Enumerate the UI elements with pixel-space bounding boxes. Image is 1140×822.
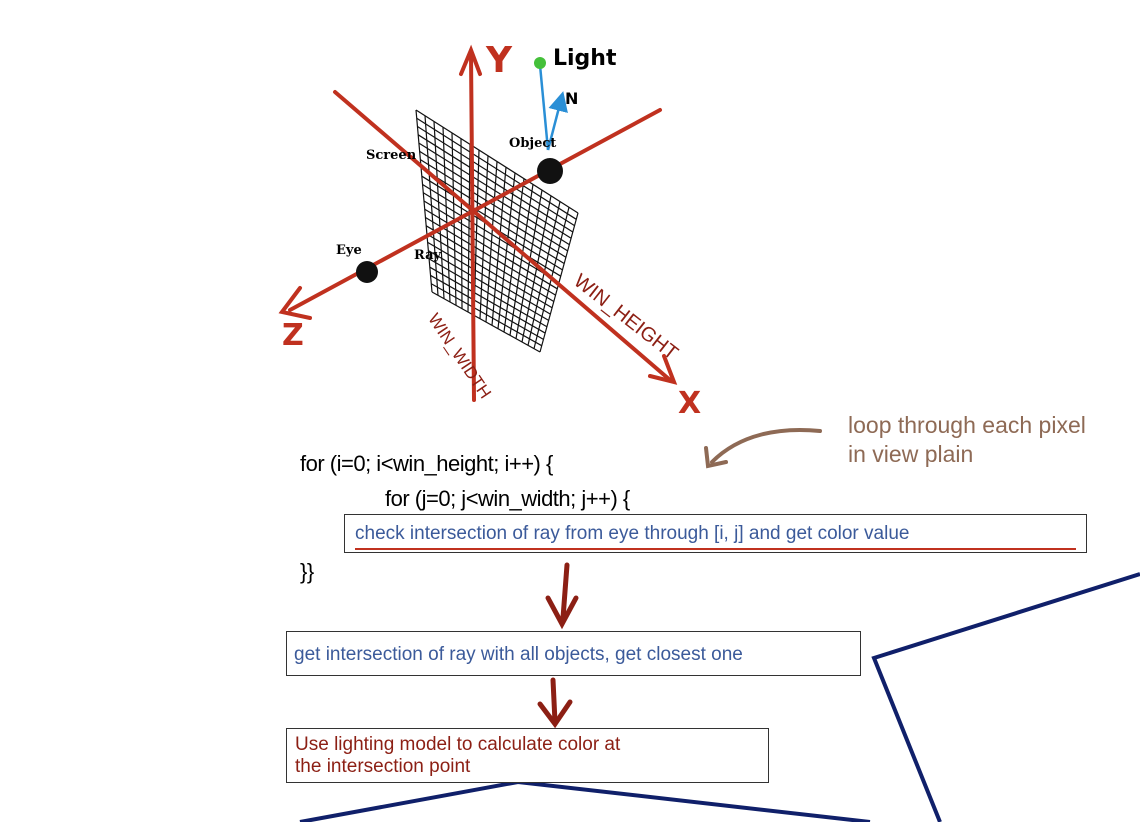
screen-grid-line (428, 250, 549, 321)
screen-grid-line (431, 291, 541, 353)
z-axis-label: Z (282, 318, 304, 353)
light-source (534, 57, 546, 69)
object-sphere (537, 158, 563, 184)
normal-label: N (565, 89, 579, 108)
annotation-arrowhead (704, 446, 728, 469)
navy-shape-bottom (299, 779, 871, 822)
y-axis (469, 53, 476, 402)
annotation-arrow (710, 427, 822, 464)
flow-arrow-1-head (545, 595, 579, 630)
object-label: Object (509, 136, 557, 151)
screen-label: Screen (366, 148, 417, 163)
code-closing-braces: }} (300, 559, 314, 584)
step-lighting-text-1: Use lighting model to calculate color at (295, 734, 621, 755)
screen-grid-line (420, 159, 568, 252)
screen-grid-line (415, 109, 579, 214)
step-check-intersection-box: check intersection of ray from eye throu… (344, 514, 1087, 553)
y-axis-arrowhead (459, 44, 482, 76)
screen-grid-line (425, 217, 556, 296)
screen-grid-line (426, 233, 553, 309)
navy-shape-right (871, 572, 1140, 822)
screen-grid-line (417, 134, 574, 233)
eye-point (356, 261, 378, 283)
code-outer-loop: for (i=0; i<win_height; i++) { (300, 451, 553, 476)
screen-grid-line (421, 175, 565, 265)
z-axis-arrowhead (278, 286, 312, 320)
screen-grid-line (420, 167, 567, 258)
ray-label: Ray (414, 248, 442, 263)
light-ray (538, 64, 550, 151)
step-lighting-text-2: the intersection point (295, 756, 471, 777)
screen-grid-line (429, 266, 546, 334)
x-axis (333, 90, 672, 382)
normal-arrow (546, 91, 568, 151)
y-axis-label: Y (486, 40, 513, 81)
flow-arrow-2-head (537, 699, 573, 729)
screen-grid-line (428, 258, 548, 328)
eye-label: Eye (336, 243, 362, 258)
step-lighting-box: Use lighting model to calculate color at… (286, 728, 769, 783)
flow-arrow-1 (560, 562, 570, 621)
step-check-intersection-text: check intersection of ray from eye throu… (355, 523, 910, 544)
screen-grid-line (423, 200, 560, 284)
screen-grid-line (417, 126, 575, 227)
x-axis-label: X (678, 386, 702, 421)
screen-grid-line (418, 142, 572, 239)
code-inner-loop: for (j=0; j<win_width; j++) { (385, 486, 630, 511)
screen-grid-line (430, 283, 543, 347)
step-closest-object-box: get intersection of ray with all objects… (286, 631, 861, 676)
screen-grid-line (424, 208, 558, 290)
step-closest-object-text: get intersection of ray with all objects… (294, 644, 743, 665)
annotation-line-2: in view plain (848, 441, 974, 467)
step-check-underline (355, 548, 1076, 550)
light-label: Light (553, 46, 617, 71)
x-axis-arrowhead (648, 354, 678, 385)
screen-grid-line (427, 241, 551, 315)
annotation-line-1: loop through each pixel (848, 412, 1086, 438)
screen-grid-line (416, 117, 577, 220)
flow-arrow-2 (550, 677, 558, 725)
screen-grid-line (430, 274, 544, 340)
screen-grid-line (422, 192, 562, 277)
screen-grid-line (425, 225, 555, 302)
